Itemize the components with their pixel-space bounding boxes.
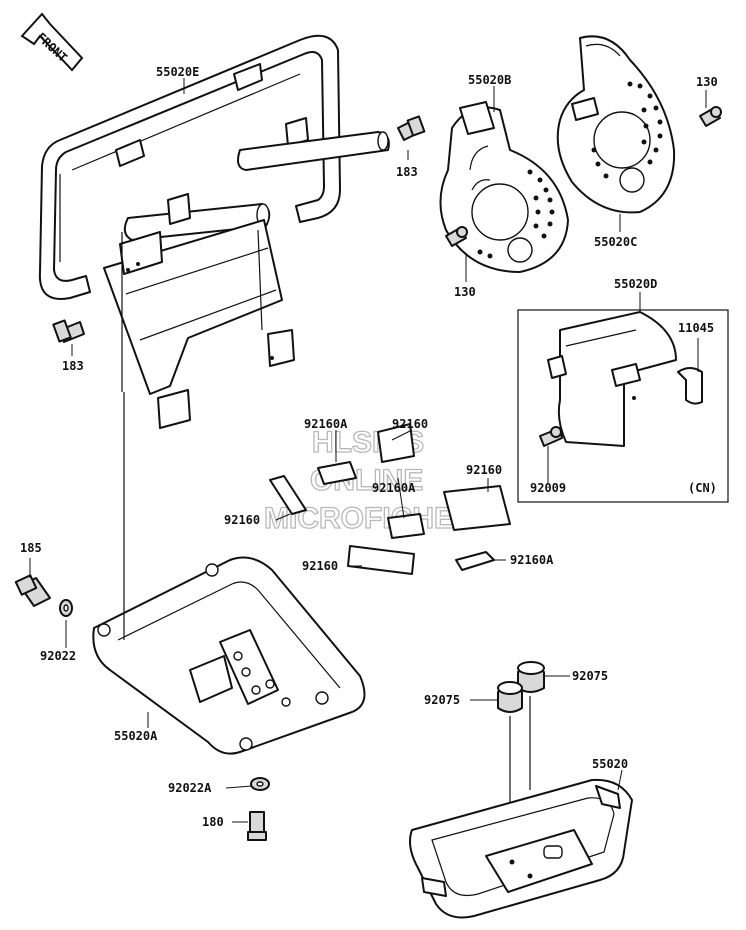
label-55020E: 55020E xyxy=(156,65,199,79)
label-92160A-3: 92160A xyxy=(510,553,554,567)
bolt-183-top xyxy=(397,115,426,141)
dampers-92075 xyxy=(497,661,545,820)
label-92160-4: 92160 xyxy=(302,559,338,573)
label-55020C: 55020C xyxy=(594,235,637,249)
screw-130-mid xyxy=(445,226,468,247)
label-92160A-2: 92160A xyxy=(372,481,416,495)
cn-box xyxy=(517,309,729,503)
watermark: HLSM'S ONLINE MICROFICHE xyxy=(263,425,454,535)
label-55020A: 55020A xyxy=(114,729,158,743)
part-labels: 55020E 55020B 130 183 55020C 130 55020D … xyxy=(20,65,718,829)
label-92160-3: 92160 xyxy=(224,513,260,527)
label-185: 185 xyxy=(20,541,42,555)
label-92075-1: 92075 xyxy=(572,669,608,683)
label-183-left: 183 xyxy=(62,359,84,373)
washer-92022A xyxy=(250,777,270,791)
label-92022: 92022 xyxy=(40,649,76,663)
disc-guard-55020C xyxy=(556,35,676,214)
front-guard-55020E xyxy=(38,34,390,429)
label-130-top: 130 xyxy=(696,75,718,89)
label-92160A-1: 92160A xyxy=(304,417,348,431)
bolt-183-left xyxy=(52,319,85,343)
label-cn: (CN) xyxy=(688,481,717,495)
bolt-180 xyxy=(247,811,267,841)
label-92022A: 92022A xyxy=(168,781,212,795)
label-55020: 55020 xyxy=(592,757,628,771)
label-92009: 92009 xyxy=(530,481,566,495)
label-92160-2: 92160 xyxy=(466,463,502,477)
label-92075-2: 92075 xyxy=(424,693,460,707)
disc-guard-55020B xyxy=(439,101,569,273)
pads-92160 xyxy=(269,423,511,575)
front-arrow-icon: FRONT xyxy=(20,12,84,72)
label-180: 180 xyxy=(202,815,224,829)
leader-lines xyxy=(29,78,707,823)
bolt-185 xyxy=(14,574,51,607)
skid-plate-55020A xyxy=(92,392,366,755)
label-183-top: 183 xyxy=(396,165,418,179)
washer-92022 xyxy=(59,599,73,617)
label-130-mid: 130 xyxy=(454,285,476,299)
label-92160-1: 92160 xyxy=(392,417,428,431)
battery-tray-55020 xyxy=(409,778,633,919)
label-55020B: 55020B xyxy=(468,73,511,87)
label-55020D: 55020D xyxy=(614,277,657,291)
label-11045: 11045 xyxy=(678,321,714,335)
screw-130-top xyxy=(699,106,722,127)
